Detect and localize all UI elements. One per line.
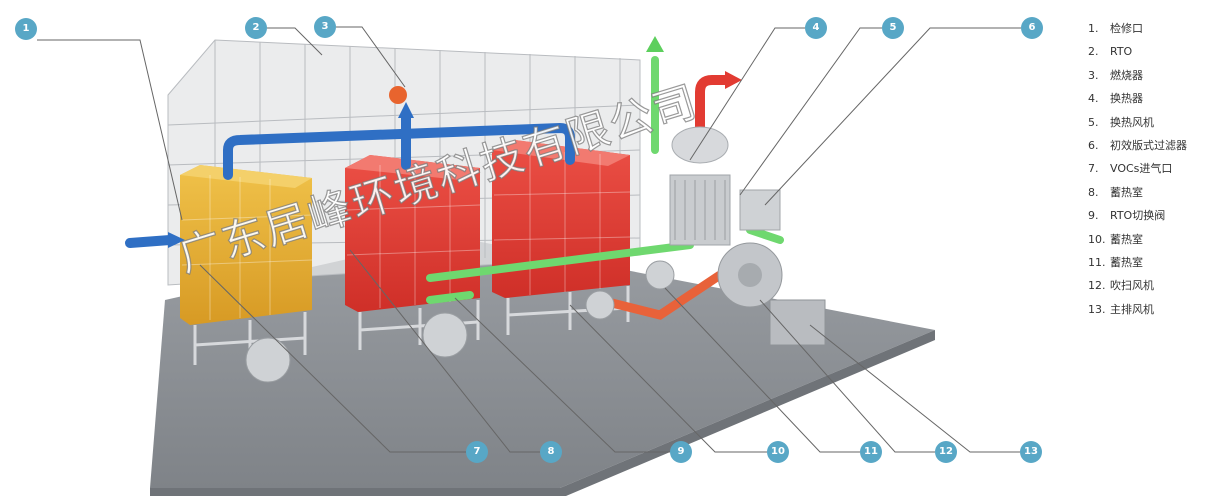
legend-number: 11. [1088, 255, 1106, 269]
blue-ducts [125, 110, 575, 248]
legend-label: 蓄热室 [1110, 185, 1143, 199]
legend-label: 吹扫风机 [1110, 279, 1154, 293]
support-frames [193, 286, 630, 365]
component-legend: 1. 检修口 2. RTO 3. 燃烧器 4. 换热器 5. 换热风机 6. 初效版式过滤器… [1088, 17, 1187, 321]
callout-badge-5: 5 [882, 17, 904, 39]
callout-badge-7: 7 [466, 441, 488, 463]
legend-item: 1. 检修口 [1088, 17, 1187, 40]
legend-number: 3. [1088, 68, 1099, 82]
legend-item: 13. 主排风机 [1088, 298, 1187, 321]
valves [245, 260, 675, 383]
burner [389, 86, 407, 104]
green-arrow-up [646, 36, 664, 52]
chamber-grid [181, 150, 631, 320]
legend-label: 换热风机 [1110, 115, 1154, 129]
legend-label: 主排风机 [1110, 302, 1154, 316]
legend-number: 8. [1088, 185, 1099, 199]
legend-item: 2. RTO [1088, 40, 1187, 63]
callout-badge-13: 13 [1020, 441, 1042, 463]
legend-item: 7. VOCs进气口 [1088, 157, 1187, 180]
callout-badge-3: 3 [314, 16, 336, 38]
legend-number: 7. [1088, 162, 1099, 176]
legend-label: VOCs进气口 [1110, 162, 1173, 176]
callout-badge-2: 2 [245, 17, 267, 39]
legend-number: 5. [1088, 115, 1099, 129]
legend-item: 3. 燃烧器 [1088, 64, 1187, 87]
chamber-yellow [180, 165, 312, 325]
legend-number: 10. [1088, 232, 1106, 246]
green-ducts [426, 56, 784, 304]
legend-item: 8. 蓄热室 [1088, 181, 1187, 204]
legend-label: RTO [1110, 45, 1133, 59]
chamber-red-2 [492, 140, 630, 298]
blue-arrow-up [398, 102, 414, 118]
legend-number: 13. [1088, 302, 1106, 316]
callout-badge-9: 9 [670, 441, 692, 463]
legend-item: 10. 蓄热室 [1088, 228, 1187, 251]
callout-badge-10: 10 [767, 441, 789, 463]
callout-badge-1: 1 [15, 18, 37, 40]
legend-item: 5. 换热风机 [1088, 111, 1187, 134]
callout-badge-8: 8 [540, 441, 562, 463]
legend-item: 12. 吹扫风机 [1088, 274, 1187, 297]
legend-label: 燃烧器 [1110, 68, 1143, 82]
legend-label: 蓄热室 [1110, 255, 1143, 269]
red-exhaust-duct [695, 75, 728, 140]
callout-badge-12: 12 [935, 441, 957, 463]
callout-badge-4: 4 [805, 17, 827, 39]
main-fan [717, 242, 826, 346]
legend-label: 初效版式过滤器 [1110, 138, 1187, 152]
chamber-red-1 [345, 155, 480, 312]
legend-label: 蓄热室 [1110, 232, 1143, 246]
legend-number: 6. [1088, 138, 1099, 152]
legend-item: 9. RTO切换阀 [1088, 204, 1187, 227]
legend-number: 1. [1088, 22, 1099, 35]
callout-badge-11: 11 [860, 441, 882, 463]
legend-item: 11. 蓄热室 [1088, 251, 1187, 274]
legend-item: 4. 换热器 [1088, 87, 1187, 110]
legend-label: 换热器 [1110, 92, 1143, 106]
legend-number: 4. [1088, 92, 1099, 106]
red-arrow [725, 71, 742, 89]
legend-label: 检修口 [1110, 22, 1143, 35]
leader-lines [37, 26, 1021, 453]
legend-number: 2. [1088, 45, 1099, 59]
callout-badge-6: 6 [1021, 17, 1043, 39]
legend-number: 9. [1088, 209, 1099, 223]
legend-number: 12. [1088, 279, 1106, 293]
legend-label: RTO切换阀 [1110, 209, 1166, 223]
blue-arrow-in [168, 232, 185, 248]
orange-duct [598, 271, 723, 320]
legend-item: 6. 初效版式过滤器 [1088, 134, 1187, 157]
